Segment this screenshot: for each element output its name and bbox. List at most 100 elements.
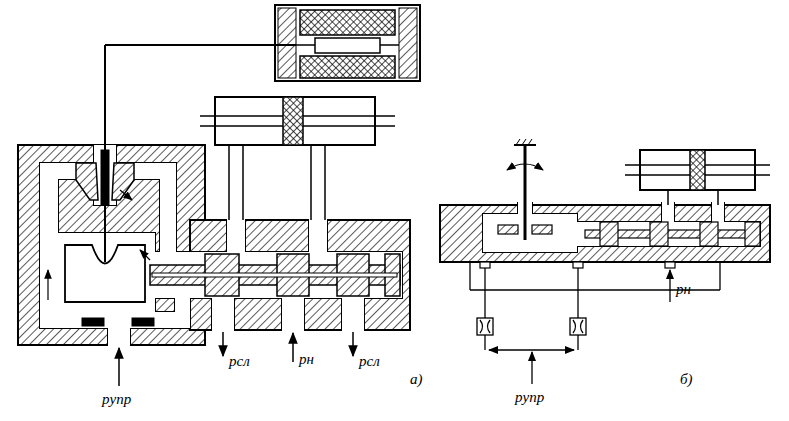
valve-housing-a-part-part: [58, 233, 155, 312]
valve-housing-a-part: [40, 145, 402, 345]
label-holder: pупр: [515, 388, 544, 406]
torque-motor-part: [399, 8, 417, 78]
valve-housing-a-part-part: [160, 163, 176, 255]
valve-housing-b-part: [650, 222, 668, 246]
valve-housing-a-part-part: [227, 218, 245, 254]
valve-housing-b-part-part: [483, 214, 577, 252]
label-holder: pн: [299, 350, 314, 368]
valve-housing-b-part-part: [483, 214, 577, 252]
control-lines-b: [470, 262, 720, 384]
torque-motor-part: [296, 44, 315, 46]
control-lines-b-part: [484, 268, 485, 318]
control-lines-b-part: [570, 318, 586, 335]
pressure-label: pупр: [515, 389, 544, 405]
actuator-cylinder-a-part: [215, 97, 375, 145]
valve-housing-b-part: [700, 222, 718, 246]
label-holder: pсл: [229, 352, 250, 370]
flapper-and-spool-a-part: [152, 273, 397, 277]
valve-housing-a-part-part: [160, 163, 176, 255]
pressure-label: pсл: [229, 353, 250, 369]
valve-housing-b-part: [480, 262, 490, 268]
valve-housing-a-part: [112, 163, 134, 200]
actuator-cylinder-b-part: [717, 190, 719, 205]
valve-housing-a-part-part: [40, 163, 58, 328]
valve-housing-a-part-part: [342, 296, 364, 332]
flow-arrows-a-part: [352, 332, 354, 356]
flow-arrows-a-part: [222, 332, 224, 356]
torque-motor-part: [300, 56, 395, 78]
valve-housing-a-part-part: [212, 296, 234, 332]
control-lines-b-part: [669, 270, 670, 302]
control-lines-b-part: [489, 349, 532, 350]
control-lines-b-part: [577, 335, 578, 350]
valve-housing-a-part-part: [150, 252, 402, 298]
valve-housing-a-part-part: [108, 326, 130, 347]
flapper-b-part: [524, 145, 527, 240]
control-lines-b-part: [719, 262, 720, 290]
pressure-label: pсл: [359, 353, 380, 369]
torque-motor-part: [380, 44, 399, 46]
valve-housing-a-part: [132, 318, 154, 326]
label-holder: б): [680, 370, 693, 388]
valve-housing-a-part-part: [309, 218, 327, 254]
valve-housing-a-part: [82, 318, 104, 326]
label-holder: pупр: [102, 390, 131, 408]
valve-housing-b-part: [745, 222, 760, 246]
flapper-b-part: [516, 139, 520, 145]
control-lines-b-part: [484, 335, 485, 350]
torque-motor-part: [278, 8, 296, 78]
control-lines-b-part: [573, 320, 583, 333]
valve-housing-b: [440, 201, 770, 268]
control-lines-b-part: [477, 318, 493, 335]
flapper-and-spool-a-part: [140, 250, 150, 260]
flapper-and-spool-a: [48, 45, 400, 302]
valve-housing-a: [18, 145, 410, 347]
control-lines-b-part: [480, 320, 490, 333]
valve-housing-a-part: [40, 145, 402, 347]
actuator-cylinder-a-part: [242, 145, 244, 220]
label-holder: pн: [676, 280, 691, 298]
actuator-cylinder-b-part: [690, 150, 705, 190]
actuator-cylinder-a-part: [283, 97, 303, 145]
actuator-cylinder-b-part: [640, 150, 755, 190]
torque-motor-part: [275, 5, 420, 81]
actuator-cylinder-a-part: [228, 145, 230, 220]
valve-housing-a-part: [18, 145, 205, 345]
valve-housing-a-part-part: [58, 233, 155, 312]
valve-housing-a-part: [76, 163, 98, 200]
actuator-cylinder-b-part: [667, 190, 669, 205]
valve-housing-b-part-part: [575, 222, 760, 246]
flapper-and-spool-a-part: [101, 150, 109, 205]
valve-housing-b-part: [498, 225, 518, 234]
valve-housing-b-part: [600, 222, 618, 246]
flow-arrows-a-part: [118, 348, 120, 386]
flapper-and-spool-a-part: [65, 245, 145, 302]
flow-arrows-a-part: [292, 333, 294, 362]
pressure-label: pупр: [102, 391, 131, 407]
actuator-cylinder-b: [625, 150, 770, 205]
valve-housing-a-part-part: [40, 312, 190, 328]
control-lines-b-part: [577, 268, 578, 318]
control-lines-b-part: [532, 349, 574, 350]
actuator-cylinder-a-part: [324, 145, 326, 220]
valve-housing-a-part-part: [175, 296, 190, 328]
torque-motor-part: [315, 38, 380, 53]
label-holder: а): [410, 370, 423, 388]
flapper-b-part: [528, 139, 532, 145]
valve-housing-a-part-part: [40, 312, 190, 328]
valve-housing-b-part: [532, 225, 552, 234]
torque-motor-part: [300, 10, 395, 35]
flapper-b-part: [507, 164, 543, 170]
flapper-b-part: [522, 139, 526, 145]
flapper-and-spool-a-part: [105, 44, 296, 46]
figure-letter: а): [410, 371, 423, 387]
actuator-cylinder-a: [200, 97, 395, 220]
valve-housing-b-part-part: [575, 222, 760, 246]
actuator-cylinder-a-part: [310, 145, 312, 220]
valve-housing-b-part: [573, 262, 583, 268]
figure-letter: б): [680, 371, 693, 387]
pressure-label: pн: [676, 281, 691, 297]
pressure-label: pн: [299, 351, 314, 367]
